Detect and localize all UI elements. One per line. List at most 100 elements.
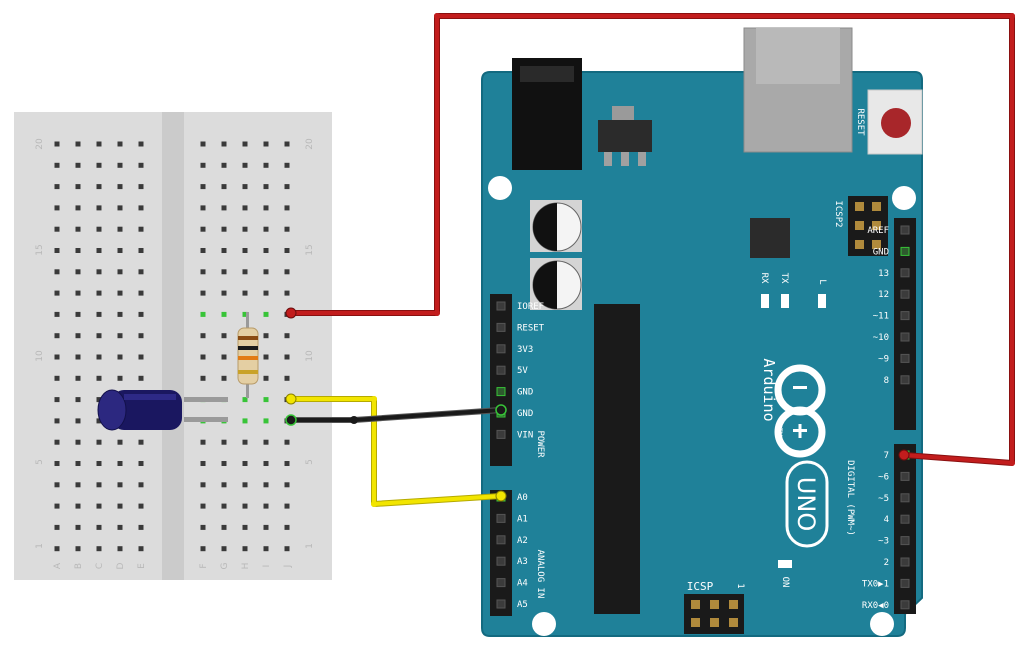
- breadboard-hole[interactable]: [96, 439, 102, 445]
- breadboard-hole[interactable]: [54, 269, 60, 275]
- breadboard-hole[interactable]: [117, 311, 123, 317]
- breadboard-hole[interactable]: [75, 503, 81, 509]
- breadboard-hole[interactable]: [54, 290, 60, 296]
- reset-button-cap[interactable]: [881, 108, 911, 138]
- reset-button[interactable]: [867, 89, 923, 155]
- header-pin[interactable]: [496, 301, 506, 311]
- breadboard-hole[interactable]: [138, 503, 144, 509]
- breadboard-hole[interactable]: [96, 290, 102, 296]
- header-pin[interactable]: [496, 578, 506, 588]
- breadboard-hole[interactable]: [221, 354, 227, 360]
- breadboard-hole[interactable]: [221, 546, 227, 552]
- breadboard-hole[interactable]: [75, 162, 81, 168]
- breadboard-hole[interactable]: [221, 269, 227, 275]
- breadboard-hole[interactable]: [96, 418, 102, 424]
- breadboard-hole[interactable]: [117, 333, 123, 339]
- breadboard-hole[interactable]: [117, 141, 123, 147]
- breadboard-hole[interactable]: [117, 248, 123, 253]
- breadboard-hole[interactable]: [263, 269, 269, 275]
- breadboard-hole[interactable]: [54, 524, 60, 530]
- breadboard-hole[interactable]: [138, 290, 144, 296]
- breadboard-hole[interactable]: [138, 482, 144, 488]
- breadboard-hole[interactable]: [96, 546, 102, 552]
- breadboard-hole[interactable]: [221, 375, 227, 381]
- breadboard-hole[interactable]: [117, 226, 123, 232]
- header-pin[interactable]: [496, 387, 506, 397]
- breadboard-hole[interactable]: [263, 311, 269, 317]
- breadboard-hole[interactable]: [242, 461, 248, 466]
- breadboard-hole[interactable]: [117, 290, 123, 296]
- header-pin[interactable]: [900, 311, 910, 321]
- header-pin[interactable]: [900, 536, 910, 546]
- breadboard-hole[interactable]: [284, 482, 290, 488]
- breadboard-hole[interactable]: [117, 269, 123, 275]
- breadboard-hole[interactable]: [284, 333, 290, 339]
- breadboard-hole[interactable]: [263, 375, 269, 381]
- breadboard-hole[interactable]: [96, 333, 102, 339]
- breadboard-hole[interactable]: [200, 354, 206, 360]
- header-pin[interactable]: [900, 471, 910, 481]
- header-pin[interactable]: [900, 514, 910, 524]
- breadboard-hole[interactable]: [138, 226, 144, 232]
- breadboard-hole[interactable]: [138, 162, 144, 168]
- breadboard-hole[interactable]: [242, 205, 248, 211]
- breadboard-hole[interactable]: [75, 461, 81, 466]
- breadboard-hole[interactable]: [138, 184, 144, 190]
- breadboard-hole[interactable]: [138, 141, 144, 147]
- breadboard-hole[interactable]: [284, 503, 290, 509]
- breadboard-hole[interactable]: [284, 439, 290, 445]
- breadboard-hole[interactable]: [54, 311, 60, 317]
- header-pin[interactable]: [900, 557, 910, 567]
- header-pin[interactable]: [900, 268, 910, 278]
- breadboard-hole[interactable]: [96, 226, 102, 232]
- header-pin[interactable]: [496, 535, 506, 545]
- header-pin[interactable]: [900, 332, 910, 342]
- breadboard-hole[interactable]: [200, 333, 206, 339]
- breadboard-hole[interactable]: [54, 397, 60, 403]
- header-pin[interactable]: [900, 600, 910, 610]
- breadboard-hole[interactable]: [96, 184, 102, 190]
- breadboard-hole[interactable]: [75, 311, 81, 317]
- breadboard-hole[interactable]: [200, 290, 206, 296]
- breadboard-hole[interactable]: [263, 503, 269, 509]
- breadboard-hole[interactable]: [221, 162, 227, 168]
- header-pin[interactable]: [900, 493, 910, 503]
- breadboard-hole[interactable]: [263, 248, 269, 253]
- breadboard-hole[interactable]: [96, 269, 102, 275]
- breadboard-hole[interactable]: [117, 354, 123, 360]
- breadboard-hole[interactable]: [96, 482, 102, 488]
- breadboard-hole[interactable]: [96, 461, 102, 466]
- breadboard-hole[interactable]: [54, 482, 60, 488]
- breadboard-hole[interactable]: [242, 397, 248, 403]
- breadboard-hole[interactable]: [138, 461, 144, 466]
- breadboard-hole[interactable]: [138, 354, 144, 360]
- breadboard-hole[interactable]: [96, 375, 102, 381]
- breadboard-hole[interactable]: [54, 333, 60, 339]
- breadboard-hole[interactable]: [263, 290, 269, 296]
- breadboard-hole[interactable]: [75, 333, 81, 339]
- breadboard-hole[interactable]: [263, 461, 269, 466]
- header-pin[interactable]: [496, 322, 506, 332]
- breadboard-hole[interactable]: [284, 269, 290, 275]
- breadboard-hole[interactable]: [221, 503, 227, 509]
- breadboard-hole[interactable]: [221, 439, 227, 445]
- breadboard-hole[interactable]: [200, 269, 206, 275]
- breadboard-hole[interactable]: [117, 439, 123, 445]
- breadboard-hole[interactable]: [200, 503, 206, 509]
- breadboard-hole[interactable]: [138, 439, 144, 445]
- header-pin[interactable]: [900, 353, 910, 363]
- breadboard-hole[interactable]: [263, 546, 269, 552]
- breadboard-hole[interactable]: [263, 141, 269, 147]
- header-pin[interactable]: [900, 375, 910, 385]
- breadboard-hole[interactable]: [263, 482, 269, 488]
- breadboard-hole[interactable]: [242, 290, 248, 296]
- breadboard-hole[interactable]: [117, 546, 123, 552]
- breadboard-hole[interactable]: [96, 524, 102, 530]
- breadboard-hole[interactable]: [117, 482, 123, 488]
- breadboard-hole[interactable]: [54, 546, 60, 552]
- breadboard-hole[interactable]: [284, 354, 290, 360]
- breadboard-hole[interactable]: [138, 375, 144, 381]
- header-pin[interactable]: [900, 578, 910, 588]
- breadboard-hole[interactable]: [221, 524, 227, 530]
- breadboard-hole[interactable]: [284, 205, 290, 211]
